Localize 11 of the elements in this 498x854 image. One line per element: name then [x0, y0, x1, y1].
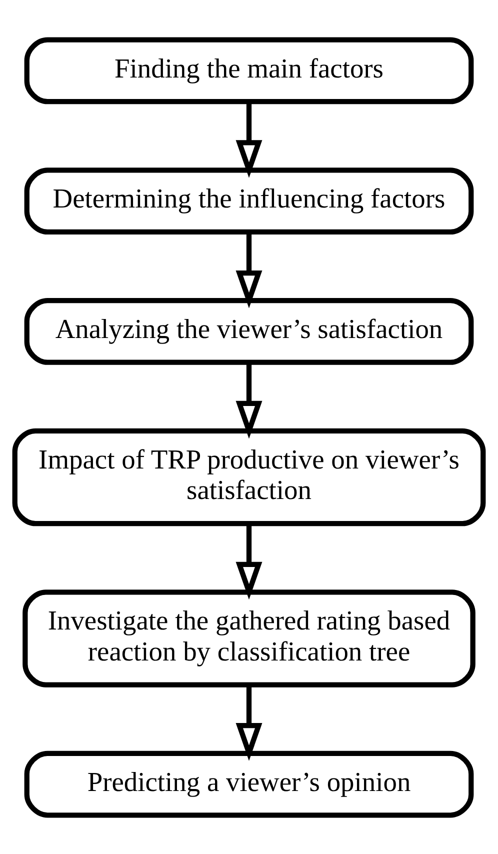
arrow [236, 101, 262, 178]
node-box: Impact of TRP productive on viewer’s satisfaction [12, 428, 486, 526]
arrow [236, 232, 262, 308]
arrow [236, 362, 262, 438]
node-box: Finding the main factors [24, 36, 474, 104]
node-box: Investigate the gathered rating based reaction by classification tree [22, 589, 476, 687]
node-box: Analyzing the viewer’s satisfaction [24, 298, 474, 364]
node-box: Determining the influencing factors [24, 167, 474, 234]
node-box: Predicting a viewer’s opinion [24, 750, 474, 818]
arrow [236, 684, 262, 760]
arrow [236, 523, 262, 600]
